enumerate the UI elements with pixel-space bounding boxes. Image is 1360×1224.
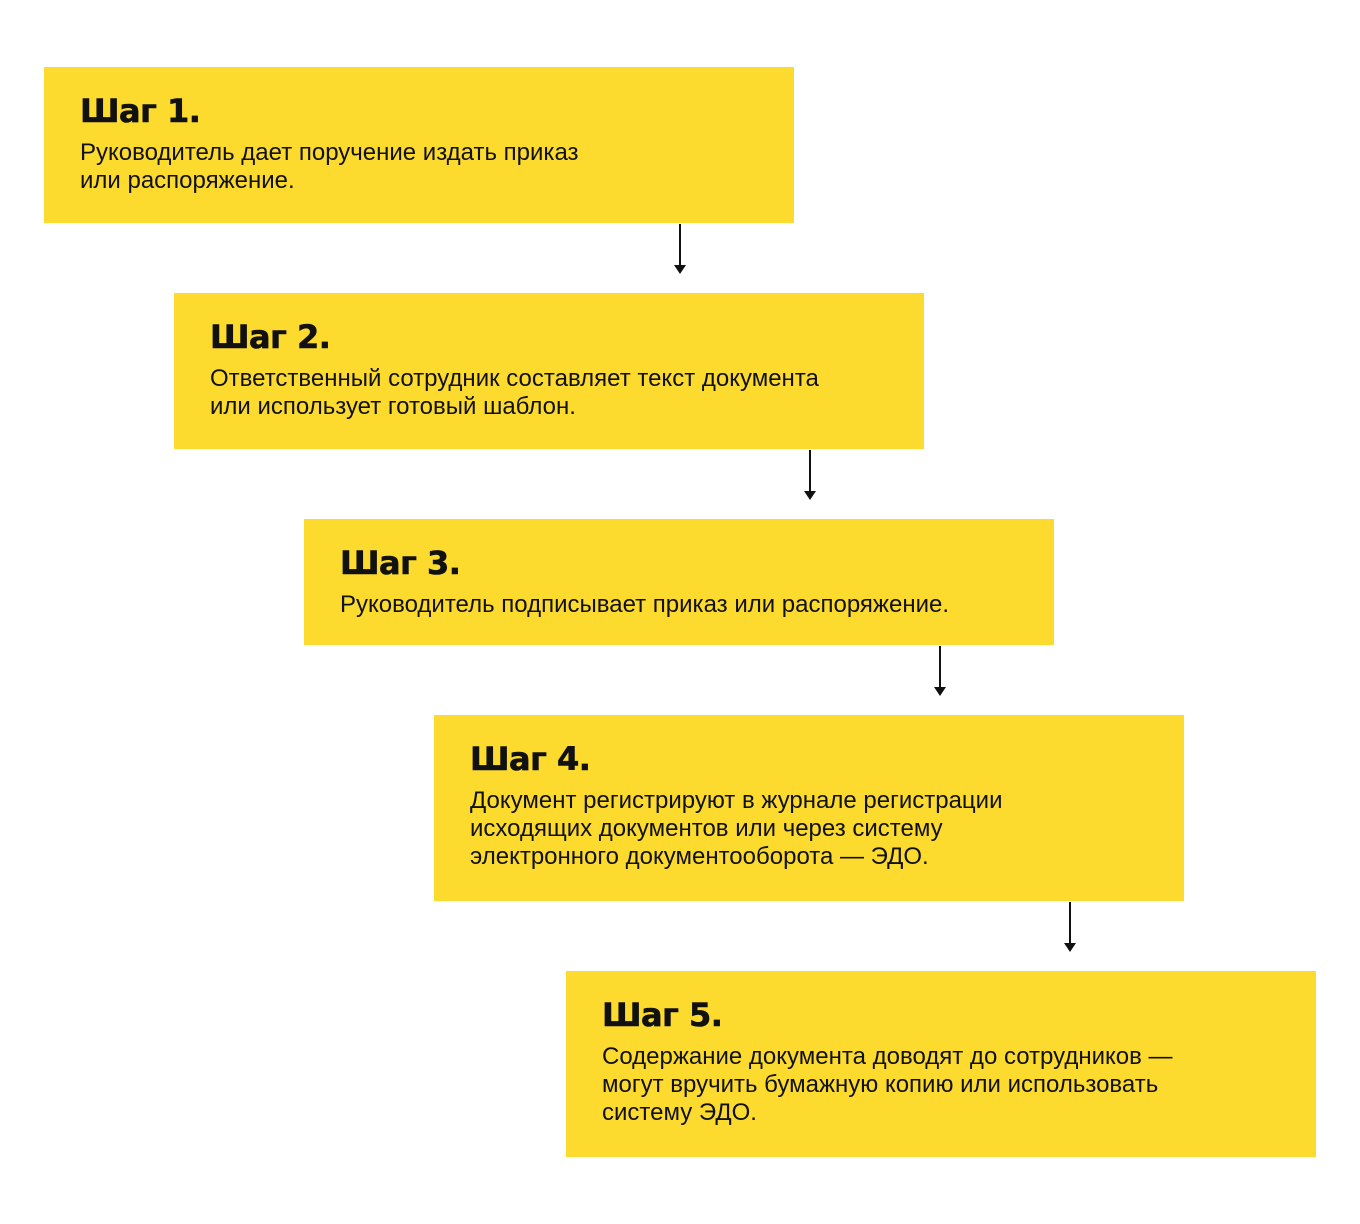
step-5-text: Содержание документа доводят до сотрудни… [602, 1043, 1173, 1126]
arrow-4-head [1064, 943, 1076, 952]
step-1-box: Шаг 1. Руководитель дает поручение издат… [44, 67, 794, 223]
step-5-box: Шаг 5. Содержание документа доводят до с… [566, 971, 1316, 1157]
step-1-title: Шаг 1. [80, 92, 202, 131]
arrow-1-head [674, 265, 686, 274]
arrow-1-line [679, 224, 681, 268]
step-3-text: Руководитель подписывает приказ или расп… [340, 591, 949, 618]
step-2-text: Ответственный сотрудник составляет текст… [210, 365, 819, 420]
arrow-2-line [809, 450, 811, 494]
step-4-box: Шаг 4. Документ регистрируют в журнале р… [434, 715, 1184, 901]
arrow-down-icon [804, 450, 816, 500]
arrow-3-line [939, 646, 941, 690]
step-1-text: Руководитель дает поручение издать прика… [80, 139, 579, 194]
arrow-4-line [1069, 902, 1071, 946]
step-2-title: Шаг 2. [210, 318, 332, 357]
step-5-title: Шаг 5. [602, 996, 724, 1035]
step-4-text: Документ регистрируют в журнале регистра… [470, 787, 1003, 870]
arrow-down-icon [1064, 902, 1076, 952]
arrow-down-icon [934, 646, 946, 696]
arrow-2-head [804, 491, 816, 500]
step-2-box: Шаг 2. Ответственный сотрудник составляе… [174, 293, 924, 449]
arrow-3-head [934, 687, 946, 696]
step-3-box: Шаг 3. Руководитель подписывает приказ и… [304, 519, 1054, 645]
step-3-title: Шаг 3. [340, 544, 462, 583]
arrow-down-icon [674, 224, 686, 274]
step-4-title: Шаг 4. [470, 740, 592, 779]
